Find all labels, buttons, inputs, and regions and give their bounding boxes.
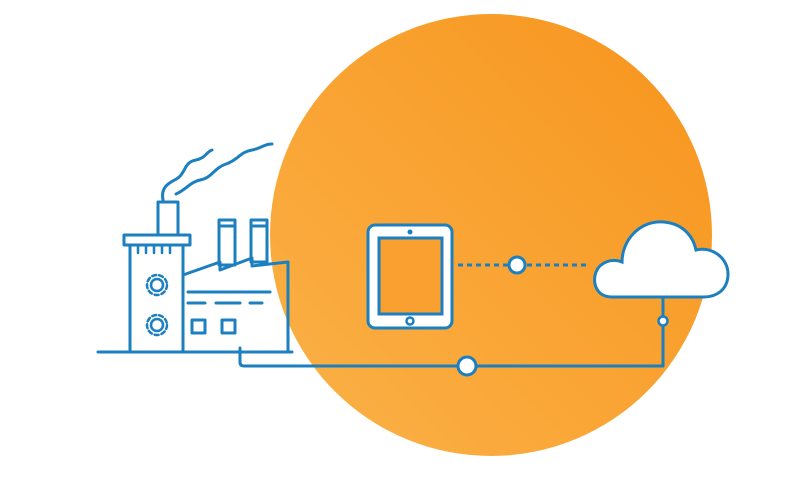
connector-node-icon — [507, 255, 527, 275]
gear-icon — [145, 273, 169, 297]
gear-icon — [145, 313, 169, 337]
connector-node-icon — [456, 355, 478, 377]
cloud-icon — [593, 220, 730, 299]
smoke-icon — [161, 148, 214, 202]
connector-node-icon — [657, 315, 669, 327]
factory-icon — [96, 142, 665, 368]
orange-circle-background — [270, 14, 712, 456]
tablet-icon — [366, 223, 454, 330]
